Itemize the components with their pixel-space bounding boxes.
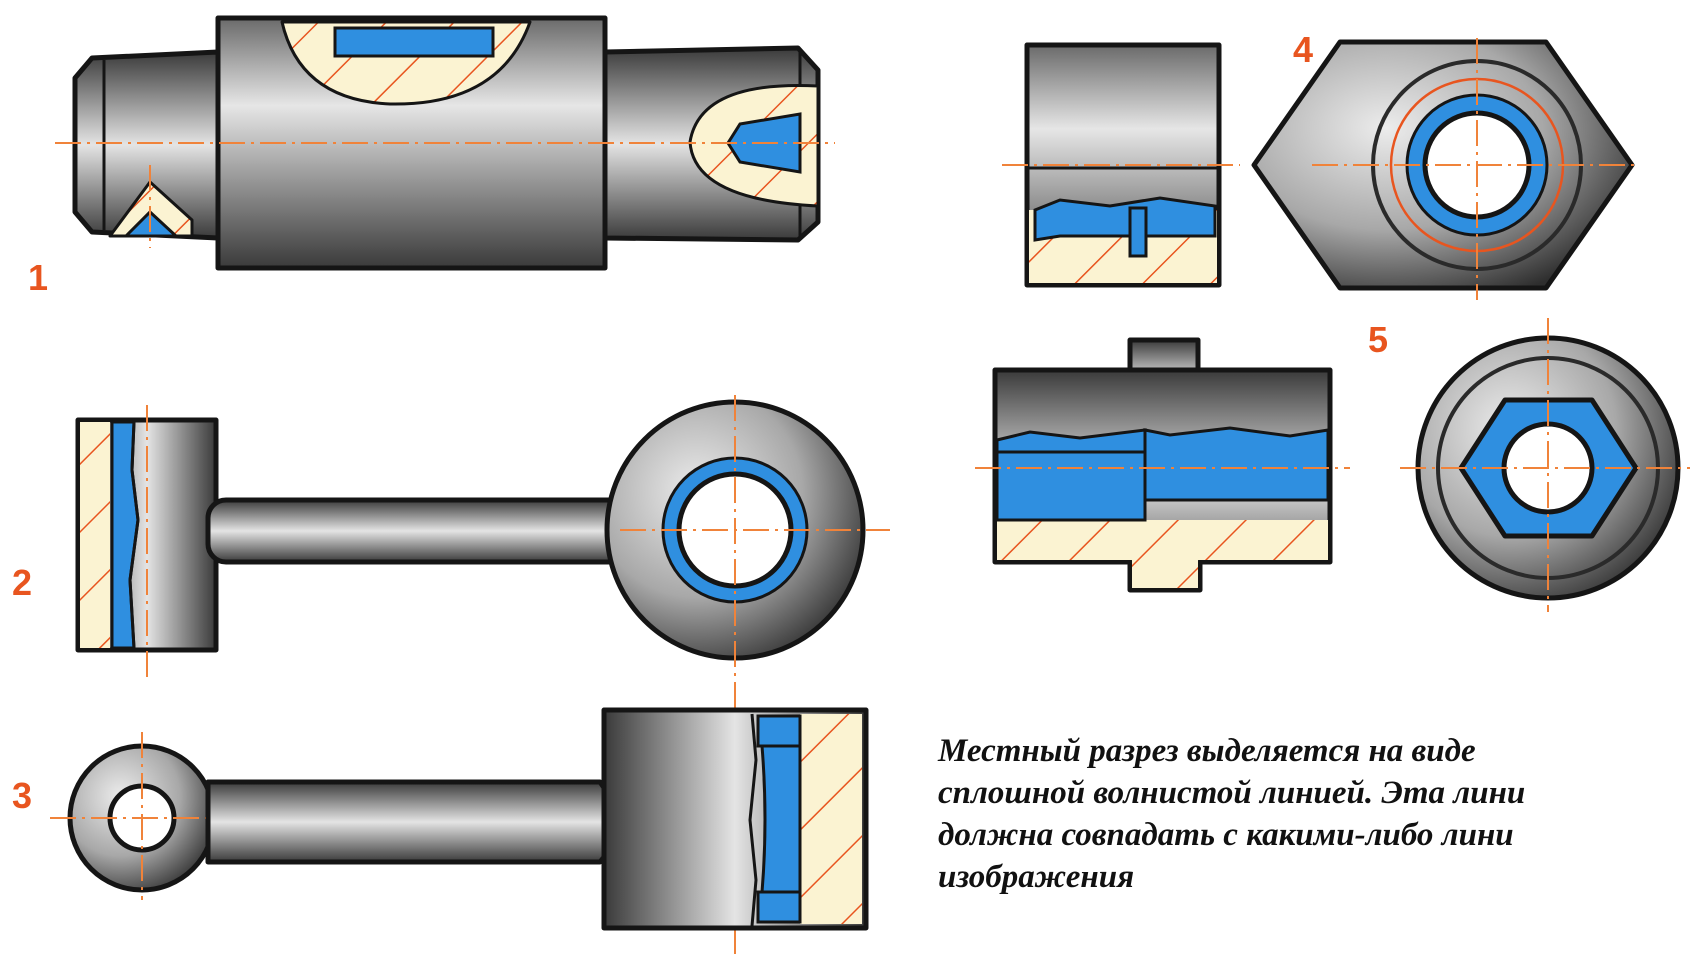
part-label-3: 3 [12, 775, 32, 816]
part-1-shaft: 1 [28, 15, 835, 298]
part-label-1: 1 [28, 257, 48, 298]
part-label-2: 2 [12, 562, 32, 603]
part-label-4: 4 [1293, 29, 1313, 70]
part-5-socket: 5 [975, 318, 1690, 612]
part-4-nut: 4 [1002, 29, 1640, 300]
caption-text: Местный разрез выделяется на виде сплошн… [938, 733, 1526, 895]
part-3-link: 3 [12, 707, 869, 931]
part-2-link: 2 [12, 395, 890, 960]
part-label-5: 5 [1368, 319, 1388, 360]
